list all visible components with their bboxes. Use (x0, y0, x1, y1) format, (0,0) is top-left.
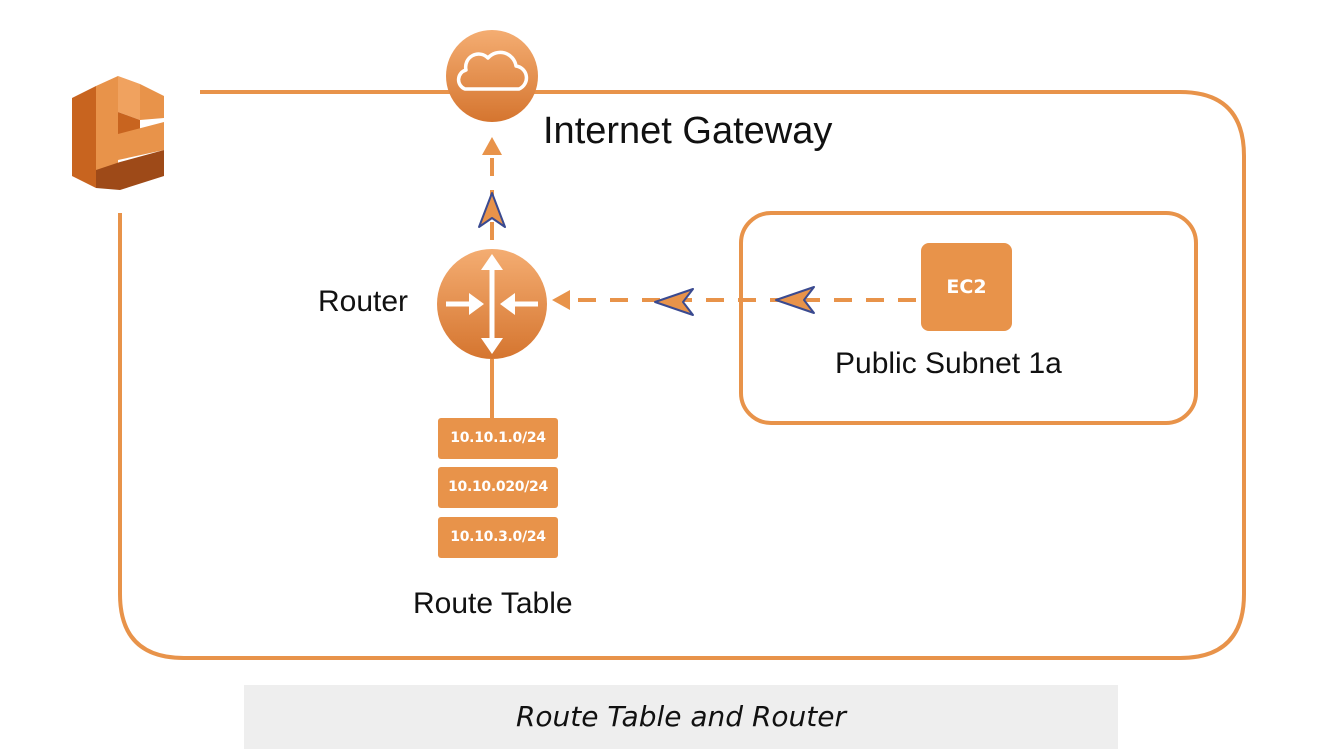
flow-chevron-3 (478, 192, 506, 228)
public-subnet-label: Public Subnet 1a (835, 347, 1062, 380)
flow-arrowhead-router (552, 290, 570, 310)
vpc-boundary (118, 90, 1246, 660)
router-label: Router (318, 285, 409, 318)
caption-text: Route Table and Router (515, 700, 847, 733)
flow-chevron-2 (775, 286, 815, 314)
route-entry: 10.10.1.0/24 (438, 418, 558, 459)
route-entry: 10.10.020/24 (438, 467, 558, 508)
route-table-label: Route Table (413, 587, 573, 620)
route-entry: 10.10.3.0/24 (438, 517, 558, 558)
internet-gateway-label: Internet Gateway (543, 110, 833, 152)
router-icon (437, 249, 547, 359)
subnet-boundary (739, 211, 1198, 425)
aws-vpc-icon (72, 76, 164, 190)
flow-arrowhead-igw (482, 137, 502, 155)
caption-bar: Route Table and Router (244, 685, 1118, 749)
cloud-icon (446, 30, 538, 122)
ec2-instance: EC2 (921, 243, 1012, 331)
flow-chevron-1 (654, 288, 694, 316)
